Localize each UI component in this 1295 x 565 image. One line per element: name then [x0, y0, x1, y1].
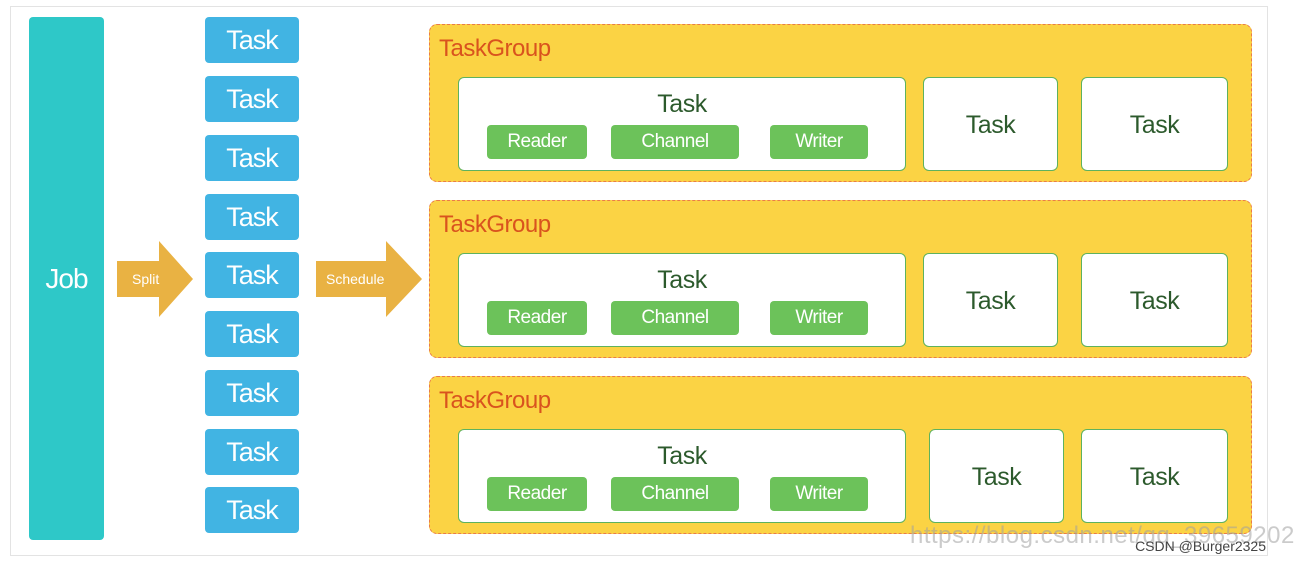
task-label: Task [965, 111, 1016, 139]
main-task-box: Task Reader Channel Writer [458, 253, 906, 347]
split-arrow-shape [117, 241, 193, 317]
task-label: Task [965, 287, 1016, 315]
task-box: Task [1081, 253, 1228, 347]
main-task-label: Task [657, 266, 707, 294]
task-item: Task [205, 252, 299, 298]
task-box: Task [1081, 429, 1228, 523]
schedule-arrow-shape [316, 241, 422, 317]
task-item: Task [205, 194, 299, 240]
task-group-1: TaskGroup Task Reader Channel Writer Tas… [429, 24, 1252, 182]
task-item: Task [205, 429, 299, 475]
url-watermark: https://blog.csdn.net/qq_39659202 [910, 522, 1295, 549]
writer-pill: Writer [770, 477, 868, 511]
writer-pill: Writer [770, 125, 868, 159]
task-item: Task [205, 76, 299, 122]
main-task-box: Task Reader Channel Writer [458, 429, 906, 523]
task-box: Task [929, 429, 1064, 523]
task-item: Task [205, 135, 299, 181]
schedule-arrow: Schedule [316, 241, 422, 317]
task-label: Task [1129, 463, 1180, 491]
main-task-label: Task [657, 442, 707, 470]
channel-pill: Channel [611, 125, 739, 159]
split-label: Split [132, 271, 160, 287]
reader-pill: Reader [487, 477, 587, 511]
task-label: Task [1129, 111, 1180, 139]
reader-pill: Reader [487, 301, 587, 335]
task-item: Task [205, 487, 299, 533]
split-arrow: Split [117, 241, 193, 317]
channel-pill: Channel [611, 301, 739, 335]
task-item: Task [205, 370, 299, 416]
task-group-title: TaskGroup [439, 387, 551, 414]
task-item: Task [205, 311, 299, 357]
task-box: Task [923, 77, 1058, 171]
main-task-box: Task Reader Channel Writer [458, 77, 906, 171]
main-task-label: Task [657, 90, 707, 118]
reader-pill: Reader [487, 125, 587, 159]
task-group-3: TaskGroup Task Reader Channel Writer Tas… [429, 376, 1252, 534]
task-group-title: TaskGroup [439, 211, 551, 238]
task-label: Task [971, 463, 1022, 491]
channel-pill: Channel [611, 477, 739, 511]
schedule-label: Schedule [326, 271, 385, 287]
csdn-credit: CSDN @Burger2325 [1135, 538, 1266, 554]
task-box: Task [1081, 77, 1228, 171]
writer-pill: Writer [770, 301, 868, 335]
task-group-title: TaskGroup [439, 35, 551, 62]
job-block: Job [29, 17, 104, 540]
job-label: Job [45, 262, 88, 294]
task-box: Task [923, 253, 1058, 347]
task-group-2: TaskGroup Task Reader Channel Writer Tas… [429, 200, 1252, 358]
task-item: Task [205, 17, 299, 63]
task-label: Task [1129, 287, 1180, 315]
